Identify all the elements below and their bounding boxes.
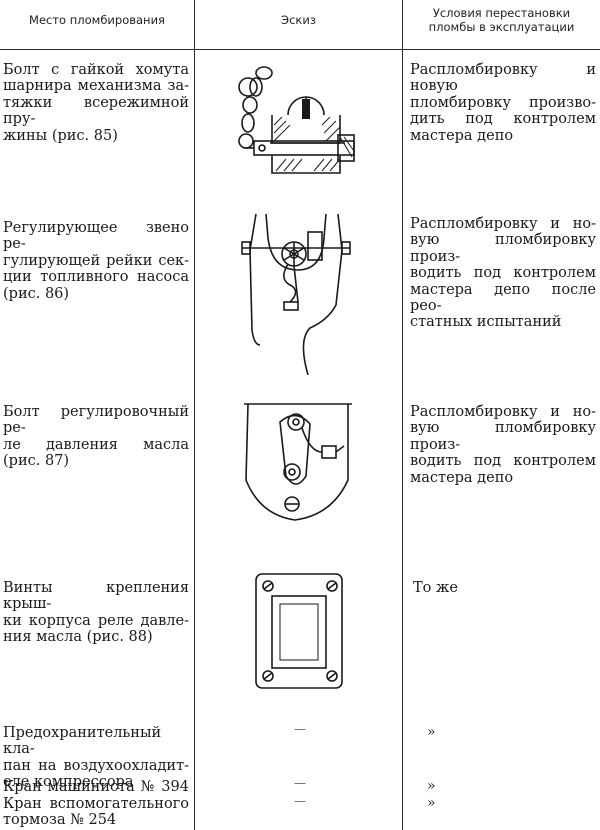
row-3-condition: Распломбировку и но- вую пломбировку про… (410, 404, 596, 486)
sketch-fig-87 (244, 403, 352, 521)
row-1-condition: Распломбировку и новую пломбировку произ… (410, 62, 596, 144)
row-4-condition: То же (413, 580, 458, 596)
row-7-place: Кран вспомогательного тормоза № 254 (3, 796, 189, 829)
row-2-place: Регулирующее звено ре- гулирующей рейки … (3, 220, 189, 302)
header-sketch: Эскиз (281, 13, 316, 27)
row-2-condition: Распломбировку и но- вую пломбировку про… (410, 216, 596, 331)
row-5-place: Предохранительный кла- пан на воздухоохл… (3, 725, 189, 791)
row-6-place: Кран машиниста № 394 (3, 779, 189, 795)
header-place: Место пломбирования (29, 13, 165, 27)
row-4-place: Винты крепления крыш- ки корпуса реле да… (3, 580, 189, 646)
row-5-sketch-mark: — (294, 722, 306, 736)
row-7-condition: » (427, 795, 436, 811)
sketch-fig-85 (238, 66, 355, 174)
header-conditions: Условия перестановки пломбы в эксплуатац… (428, 6, 575, 34)
row-6-condition: » (427, 778, 436, 794)
row-7-sketch-mark: — (294, 794, 306, 808)
sketch-fig-86 (241, 213, 351, 375)
row-5-condition: » (427, 724, 436, 740)
column-divider-1 (194, 0, 195, 830)
row-6-sketch-mark: — (294, 776, 306, 790)
header-divider (0, 49, 600, 50)
column-divider-2 (402, 0, 403, 830)
row-1-place: Болт с гайкой хомута шарнира механизма з… (3, 62, 189, 144)
row-3-place: Болт регулировочный ре- ле давления масл… (3, 404, 189, 470)
sketch-fig-88 (255, 573, 343, 689)
